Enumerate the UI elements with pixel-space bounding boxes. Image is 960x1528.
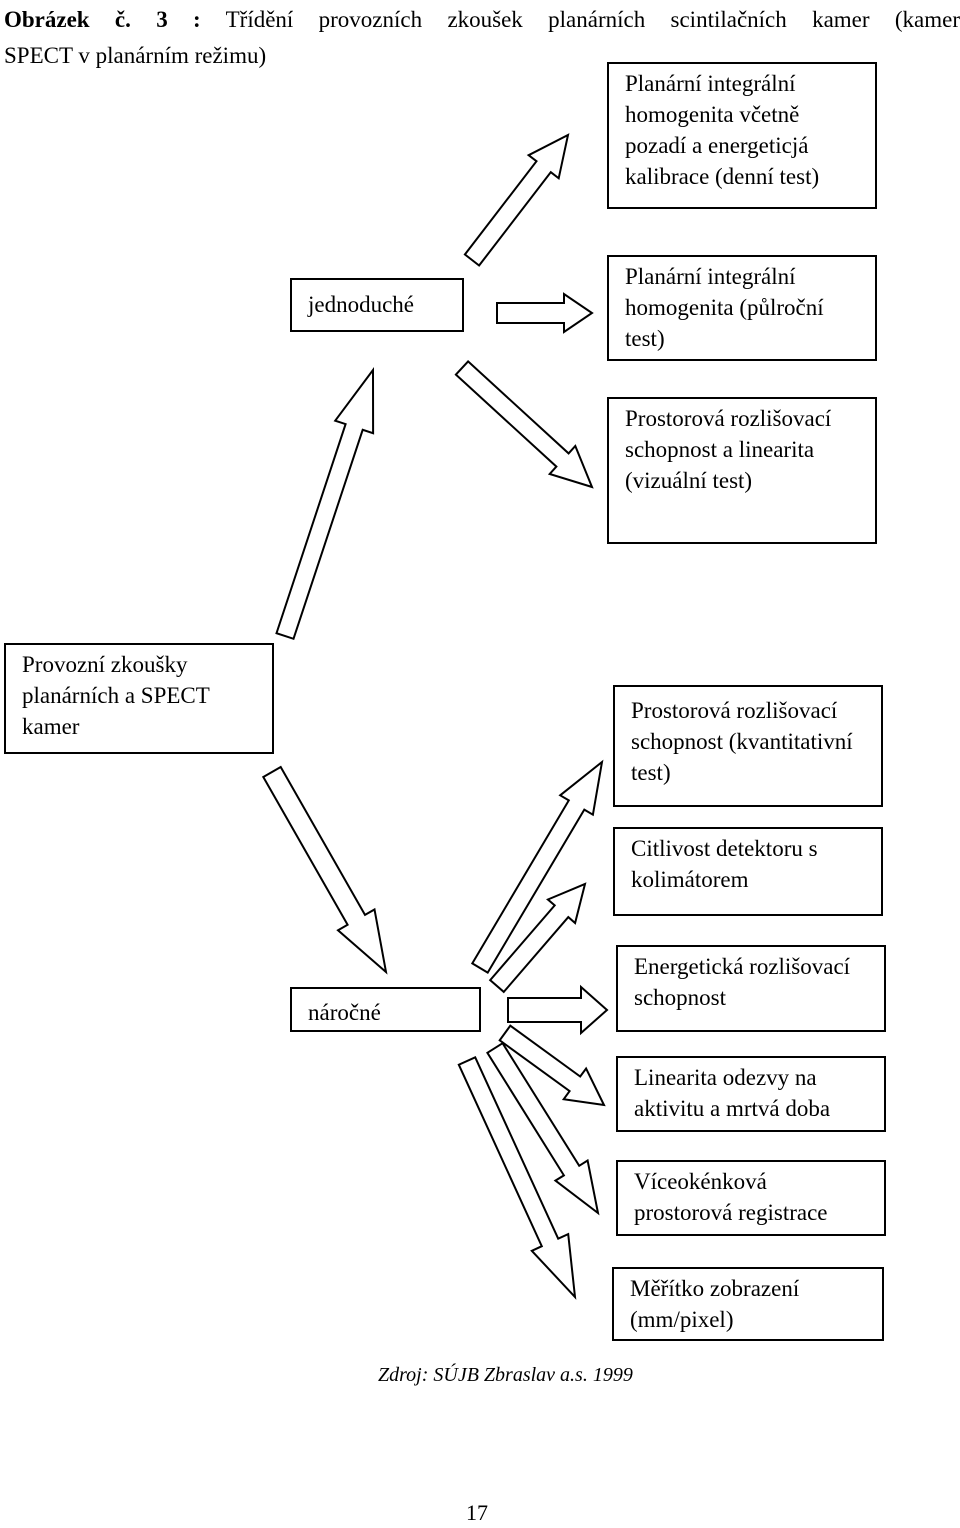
- arrow-root-to-demanding: [261, 765, 388, 975]
- arrow-simple-to-halfyear: [496, 292, 594, 334]
- arrow-simple-to-daily: [463, 133, 570, 267]
- arrow-demanding-to-linearity: [498, 1024, 606, 1107]
- caption-label: Obrázek č. 3 :: [4, 7, 201, 32]
- source-note: Zdroj: SÚJB Zbraslav a.s. 1999: [378, 1364, 633, 1386]
- box-scale: Měřítko zobrazení (mm/pixel): [612, 1267, 884, 1341]
- arrow-demanding-to-multiwindow: [486, 1041, 600, 1216]
- box-simple: jednoduché: [290, 278, 464, 332]
- arrow-simple-to-visual: [454, 359, 594, 489]
- box-root: Provozní zkoušky planárních a SPECT kame…: [4, 643, 274, 754]
- box-demanding: náročné: [290, 987, 481, 1032]
- figure-caption: Obrázek č. 3 : Třídění provozních zkouše…: [4, 0, 960, 42]
- box-linearity: Linearita odezvy na aktivitu a mrtvá dob…: [616, 1056, 886, 1132]
- box-daily-homogeneity: Planární integrální homogenita včetně po…: [607, 62, 877, 209]
- page-number: 17: [466, 1500, 488, 1525]
- arrow-demanding-to-scale: [457, 1055, 577, 1300]
- arrow-demanding-to-energy: [507, 984, 609, 1036]
- box-multiwindow: Víceokénková prostorová registrace: [616, 1160, 886, 1236]
- box-halfyear-homogeneity: Planární integrální homogenita (půlroční…: [607, 255, 877, 361]
- box-quantitative-resolution: Prostorová rozlišovací schopnost (kvanti…: [613, 685, 883, 807]
- box-sensitivity: Citlivost detektoru s kolimátorem: [613, 827, 883, 916]
- box-visual-resolution: Prostorová rozlišovací schopnost a linea…: [607, 397, 877, 544]
- caption-text-line1: Třídění provozních zkoušek planárních sc…: [225, 7, 960, 32]
- box-energy-resolution: Energetická rozlišovací schopnost: [616, 945, 886, 1032]
- arrow-demanding-to-sensitivity: [488, 882, 587, 994]
- caption-text-line2: SPECT v planárním režimu): [4, 43, 267, 68]
- arrow-root-to-simple: [275, 366, 375, 641]
- arrow-demanding-to-quantitative: [470, 759, 604, 974]
